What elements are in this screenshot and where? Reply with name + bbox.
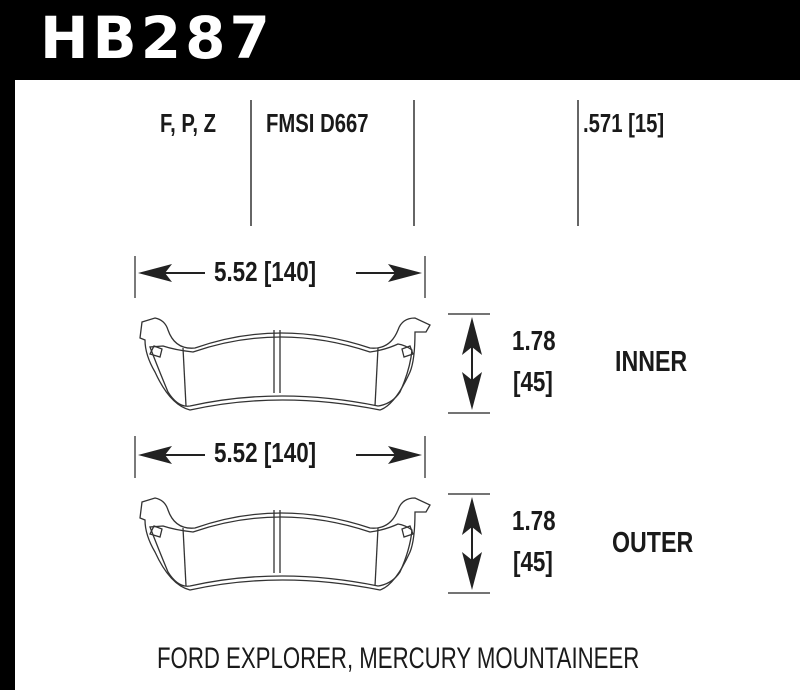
outer-height-inches: 1.78 <box>512 505 556 536</box>
left-frame-bar <box>0 80 15 690</box>
inner-height-dimension <box>448 313 490 414</box>
compound-codes: F, P, Z <box>160 108 216 138</box>
inner-height-inches: 1.78 <box>512 325 556 356</box>
outer-height-mm: [45] <box>513 546 553 577</box>
part-number-title: HB287 <box>40 4 274 72</box>
outer-width-dimension <box>134 436 426 478</box>
inner-width-dimension <box>134 256 426 298</box>
outer-width-label: 5.52 [140] <box>214 437 317 468</box>
inner-height-mm: [45] <box>513 366 553 397</box>
fmsi-number: FMSI D667 <box>266 108 369 138</box>
inner-pad-shape <box>139 317 431 411</box>
inner-position-label: INNER <box>615 346 688 378</box>
pad-thickness: .571 [15] <box>583 108 665 138</box>
vehicle-application: FORD EXPLORER, MERCURY MOUNTAINEER <box>157 642 640 675</box>
outer-pad-shape <box>139 497 431 591</box>
inner-width-label: 5.52 [140] <box>214 256 317 287</box>
outer-position-label: OUTER <box>612 527 694 559</box>
outer-height-dimension <box>448 493 490 594</box>
header-bar <box>0 0 800 80</box>
